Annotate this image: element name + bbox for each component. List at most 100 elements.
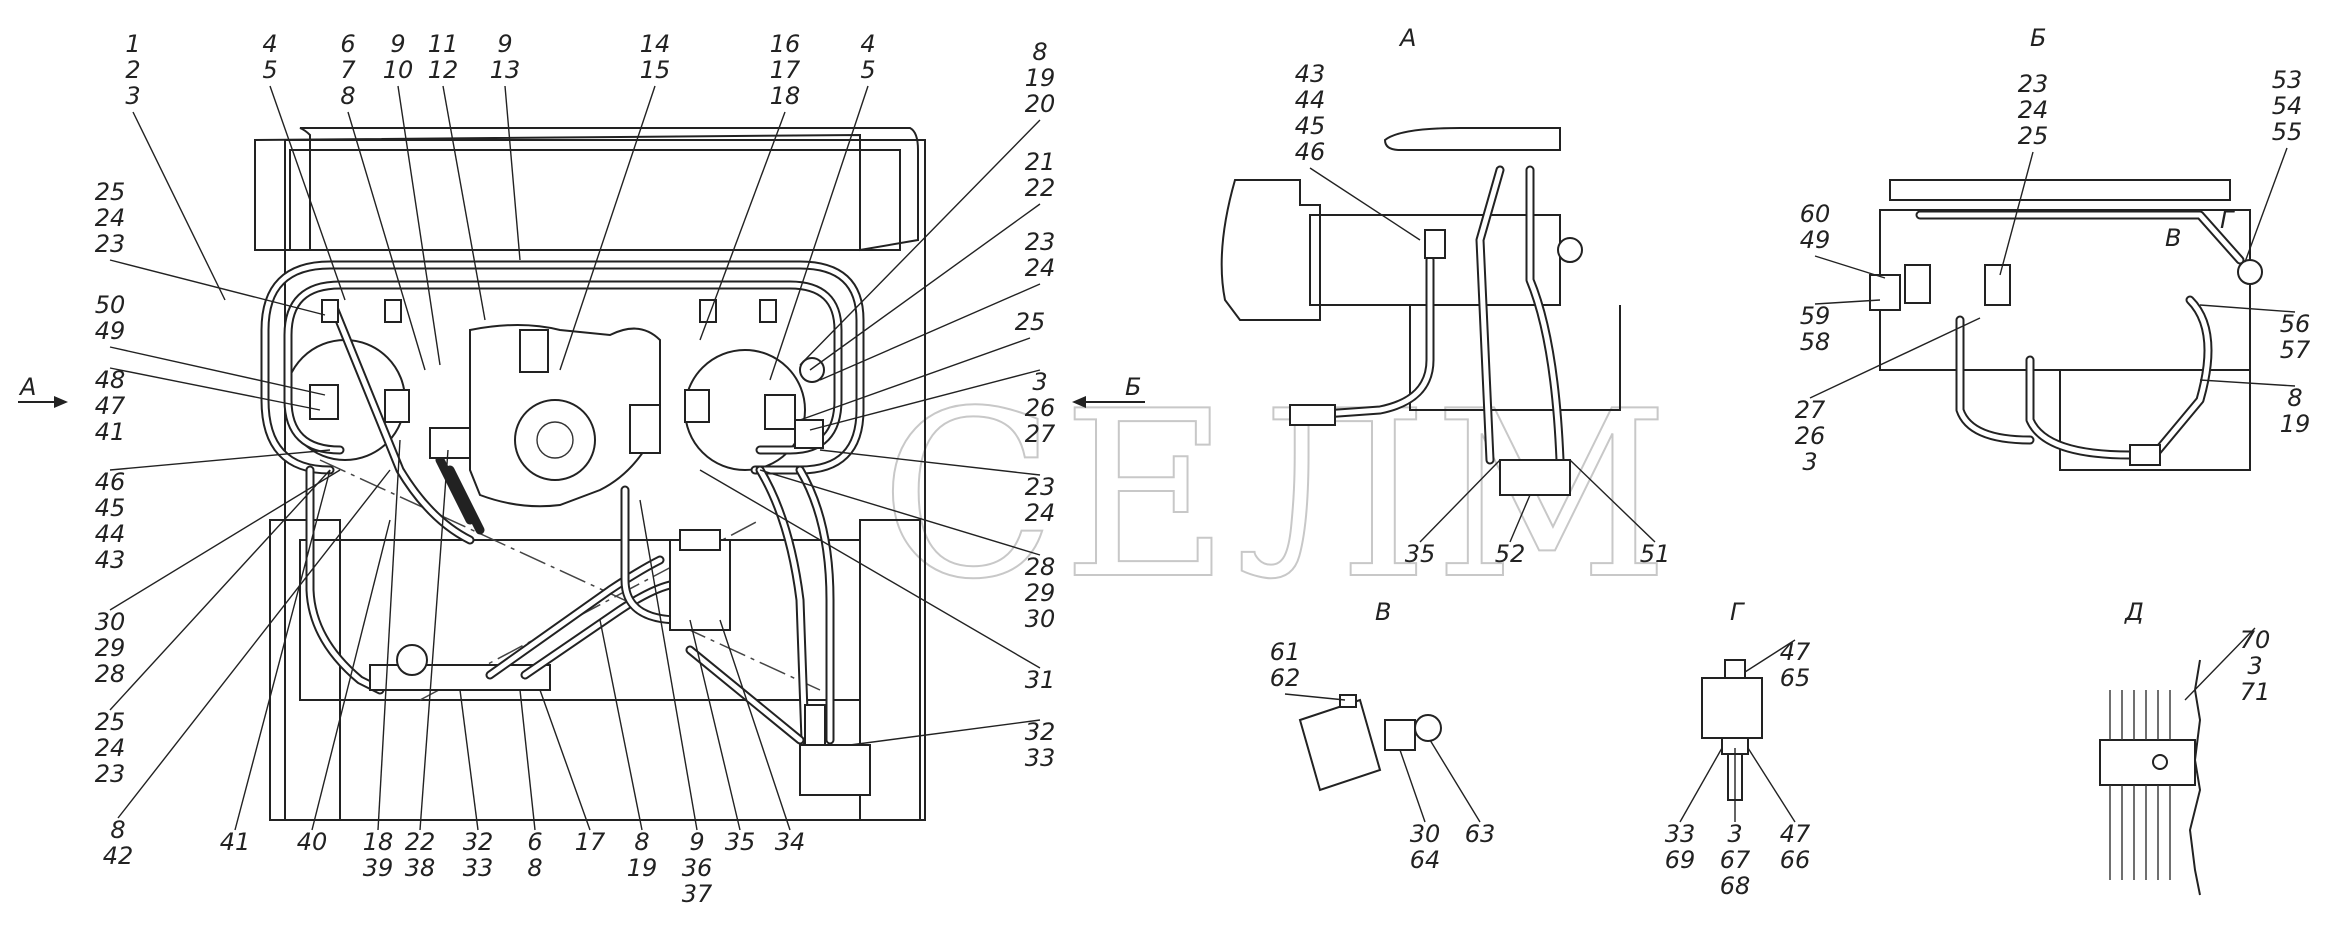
callout-m18-1: 33 [1025, 744, 1056, 772]
leader-m24 [109, 469, 331, 711]
callout-labels: 1234567891011129131415161718458192021222… [95, 30, 2311, 908]
pipe-diag-2 [435, 455, 485, 535]
leader-b02 [2244, 147, 2288, 263]
callout-m17-0: 31 [1025, 666, 1056, 694]
view-v-title: В [1375, 598, 1391, 626]
leader-m32 [539, 689, 591, 831]
pipe-main-loop-inner [262, 262, 863, 473]
callout-a04-0: 51 [1640, 540, 1671, 568]
callout-m36-0: 34 [775, 828, 806, 856]
valve-left-3 [429, 427, 471, 459]
callout-m22-3: 43 [95, 546, 126, 574]
pipe-diag-1 [330, 305, 475, 545]
view-v-fitting [1384, 719, 1416, 751]
bottom-plug [396, 644, 428, 676]
pipe-diag-1-inner [332, 307, 473, 543]
callout-m11-0: 21 [1025, 148, 1056, 176]
callout-m25-0: 8 [110, 816, 125, 844]
callout-m06-1: 13 [490, 56, 521, 84]
valve-left-2 [384, 389, 410, 423]
callout-m14-0: 3 [1032, 368, 1047, 396]
callout-d01-0: 70 [2240, 626, 2271, 654]
callout-b04-0: 59 [1800, 302, 1831, 330]
view-v-nut [1339, 694, 1357, 708]
callout-m20-0: 50 [95, 291, 126, 319]
valve-top-4 [759, 299, 777, 323]
view-g-top-nut [1724, 659, 1746, 679]
view-v-body [1298, 698, 1382, 792]
callout-b07-0: 8 [2287, 384, 2302, 412]
callout-b02-2: 55 [2272, 118, 2303, 146]
callout-m19-1: 24 [95, 204, 126, 232]
view-b-valve-mid [1904, 264, 1931, 304]
leader-m01 [132, 111, 226, 301]
callout-m01-2: 3 [125, 82, 140, 110]
callout-g02-1: 69 [1665, 846, 1696, 874]
callout-m10-0: 8 [1032, 38, 1047, 66]
leader-m30 [459, 689, 479, 831]
callout-m23-2: 28 [95, 660, 126, 688]
valve-left-1 [309, 384, 339, 420]
leader-m28 [377, 439, 401, 831]
view-g-body [1701, 677, 1763, 739]
callout-m19-2: 23 [95, 230, 126, 258]
callout-m21-1: 47 [95, 392, 126, 420]
view-d-title: Д [2124, 598, 2144, 626]
callout-m25-1: 42 [103, 842, 134, 870]
leader-b04 [1814, 299, 1881, 305]
callout-b02-1: 54 [2272, 92, 2303, 120]
callout-d01-1: 3 [2247, 652, 2262, 680]
callout-m28-0: 18 [363, 828, 394, 856]
leader-v01 [1284, 693, 1346, 701]
leader-g04 [1747, 747, 1796, 823]
callout-b01-2: 25 [2018, 122, 2049, 150]
callout-b03-0: 60 [1800, 200, 1831, 228]
callout-v01-0: 61 [1270, 638, 1301, 666]
callout-m24-1: 24 [95, 734, 126, 762]
callout-g04-0: 47 [1780, 820, 1811, 848]
arrow-right-label: Б [1125, 373, 1141, 401]
callout-m16-1: 29 [1025, 579, 1056, 607]
callout-a01-0: 43 [1295, 60, 1326, 88]
callout-m14-2: 27 [1025, 420, 1056, 448]
pipe-bottom-diag-1-inner [487, 557, 663, 678]
main-top-cover [254, 127, 919, 252]
view-b-base [2059, 370, 2251, 471]
callout-m22-0: 46 [95, 468, 126, 496]
leader-m22 [109, 449, 331, 471]
view-v: В [1298, 598, 1442, 792]
leader-m26 [234, 469, 331, 831]
main-top-body [289, 149, 901, 251]
leader-m04 [397, 85, 441, 366]
pipe-left-down-inner [307, 467, 383, 693]
callout-v02-0: 30 [1410, 820, 1441, 848]
callout-a01-2: 45 [1295, 112, 1326, 140]
callout-m09-1: 5 [860, 56, 875, 84]
callout-m29-1: 38 [405, 854, 436, 882]
bottom-valve-cap [804, 704, 826, 746]
view-a-valve [1424, 229, 1446, 259]
callout-b06-1: 57 [2280, 336, 2311, 364]
leader-m02 [269, 85, 346, 301]
filter-unit-cap [679, 529, 721, 551]
leader-m20 [109, 346, 326, 396]
leader-m19 [109, 259, 326, 316]
leader-m35 [689, 619, 741, 831]
leader-m36 [719, 619, 791, 831]
callout-m20-1: 49 [95, 317, 126, 345]
callout-b01-1: 24 [2018, 96, 2049, 124]
callout-m02-1: 5 [262, 56, 277, 84]
callout-m10-1: 19 [1025, 64, 1056, 92]
view-b-g-mark: Г [2220, 206, 2235, 234]
callout-m04-0: 9 [390, 30, 405, 58]
callout-m15-0: 23 [1025, 473, 1056, 501]
callout-g03-0: 3 [1727, 820, 1742, 848]
callout-d01-2: 71 [2240, 678, 2271, 706]
callout-g01-0: 47 [1780, 638, 1811, 666]
leader-g01 [1744, 639, 1796, 673]
leader-b06 [2199, 304, 2296, 313]
view-b-valve-left [1869, 274, 1901, 311]
view-d-fitting [2152, 754, 2168, 770]
callout-a01-1: 44 [1295, 86, 1326, 114]
leader-v03 [1429, 739, 1481, 823]
